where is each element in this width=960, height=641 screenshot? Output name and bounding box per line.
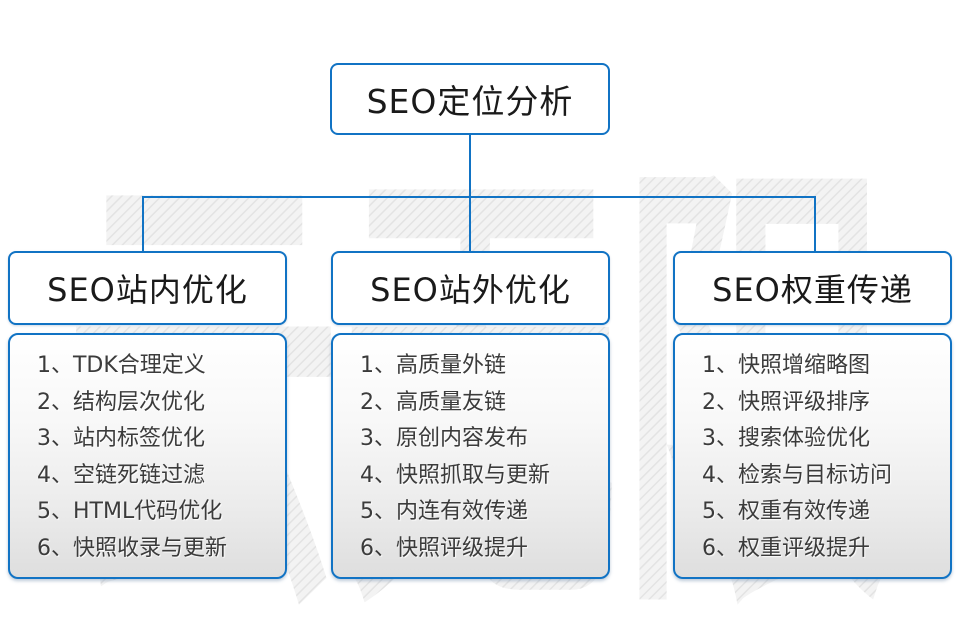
list-box-onsite: 1、TDK合理定义 2、结构层次优化 3、站内标签优化 4、空链死链过滤 5、H… (8, 333, 287, 579)
branch-node-weight-label: SEO权重传递 (712, 271, 913, 309)
list-item: 2、结构层次优化 (37, 389, 205, 415)
list-item: 3、搜索体验优化 (702, 426, 870, 451)
list-item: 2、快照评级排序 (702, 389, 870, 415)
list-box-offsite: 1、高质量外链 2、高质量友链 3、原创内容发布 4、快照抓取与更新 5、内连有… (331, 333, 610, 579)
list-item: 5、HTML代码优化 (37, 499, 223, 524)
branch-node-offsite: SEO站外优化 (331, 251, 610, 325)
list-item: 6、快照收录与更新 (37, 535, 227, 561)
list-item: 6、权重评级提升 (702, 535, 870, 561)
branch-node-offsite-label: SEO站外优化 (370, 271, 571, 309)
branch-node-onsite-label: SEO站内优化 (47, 271, 248, 309)
list-item: 3、原创内容发布 (360, 426, 528, 451)
connector-horizontal-rail (142, 196, 816, 198)
list-item: 3、站内标签优化 (37, 426, 205, 451)
list-item: 5、权重有效传递 (702, 499, 870, 524)
list-box-weight: 1、快照增缩略图 2、快照评级排序 3、搜索体验优化 4、检索与目标访问 5、权… (673, 333, 952, 579)
list-item: 2、高质量友链 (360, 389, 506, 415)
branch-node-onsite: SEO站内优化 (8, 251, 287, 325)
list-item: 4、快照抓取与更新 (360, 462, 550, 488)
list-item: 1、快照增缩略图 (702, 353, 870, 378)
list-item: 5、内连有效传递 (360, 499, 528, 524)
root-node-label: SEO定位分析 (366, 82, 574, 121)
connector-drop-center (469, 196, 471, 252)
root-node-seo-positioning: SEO定位分析 (330, 63, 610, 135)
branch-node-weight: SEO权重传递 (673, 251, 952, 325)
list-item: 6、快照评级提升 (360, 535, 528, 561)
list-item: 4、检索与目标访问 (702, 462, 892, 488)
list-item: 1、高质量外链 (360, 353, 506, 378)
list-item: 1、TDK合理定义 (37, 353, 206, 378)
connector-drop-right (814, 196, 816, 252)
connector-drop-left (142, 196, 144, 252)
list-item: 4、空链死链过滤 (37, 462, 205, 488)
connector-root-stem (469, 135, 471, 197)
